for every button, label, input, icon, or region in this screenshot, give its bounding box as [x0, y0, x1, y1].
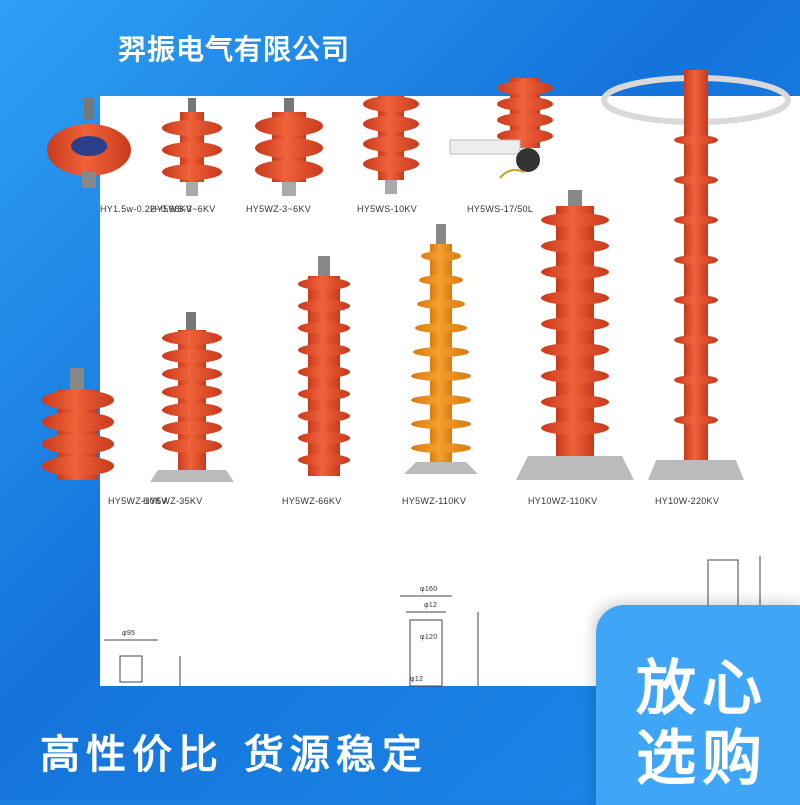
dimension-label: φ12 [410, 676, 424, 683]
caption-hy5wz-66kv: HY5WZ-66KV [282, 496, 342, 506]
dimension-label: φ12 [424, 602, 438, 609]
badge-panel [596, 605, 800, 805]
technical-drawing-middle [400, 595, 479, 687]
technical-drawing-right [707, 556, 761, 612]
arrester-hy10wz-110kv [516, 190, 634, 480]
arrester-hy1-5w [47, 98, 131, 188]
caption-hy10w-220kv: HY10W-220KV [655, 496, 720, 506]
badge-line-2: 选购 [636, 724, 768, 794]
caption-hy5wz-3-6kv: HY5WZ-3~6KV [246, 204, 312, 214]
badge-line-1: 放心 [636, 654, 768, 724]
arrester-hy5wz-3-6kv [255, 98, 323, 196]
caption-hy5wz-10kv: HY5WZ-10KV [108, 496, 168, 506]
arrester-hy5ws-17-50l [449, 78, 553, 179]
caption-hy5ws-17-50l: HY5WS-17/50L [467, 204, 534, 214]
caption-hy5ws-3-6kv: HY5WS-3~6KV [150, 204, 216, 214]
arrester-hy5ws-10kv [363, 96, 419, 194]
caption-hy5wz-110kv: HY5WZ-110KV [402, 496, 467, 506]
arrester-hy5wz-10kv [42, 368, 114, 480]
caption-hy1-5w: HY1.5w-0.22~0.66KV [100, 204, 193, 214]
company-name: 羿振电气有限公司 [118, 33, 351, 66]
caption-hy5wz-35kv: HY5WZ-35KV [143, 496, 203, 506]
dimension-label: φ160 [420, 586, 438, 593]
caption-hy5ws-10kv: HY5WS-10KV [357, 204, 418, 214]
slogan: 高性价比 货源稳定 [40, 732, 428, 778]
dimension-label: φ120 [420, 634, 438, 641]
arrester-hy5ws-3-6kv [162, 98, 222, 196]
technical-drawing-left [104, 639, 181, 686]
dimension-label: φ95 [122, 630, 136, 637]
caption-hy10wz-110kv: HY10WZ-110KV [528, 496, 598, 506]
arrester-hy5wz-66kv [298, 256, 350, 476]
arrester-hy5wz-110kv [404, 224, 478, 474]
arrester-hy5wz-35kv [150, 312, 234, 482]
arrester-hy10w-220kv [601, 70, 791, 480]
